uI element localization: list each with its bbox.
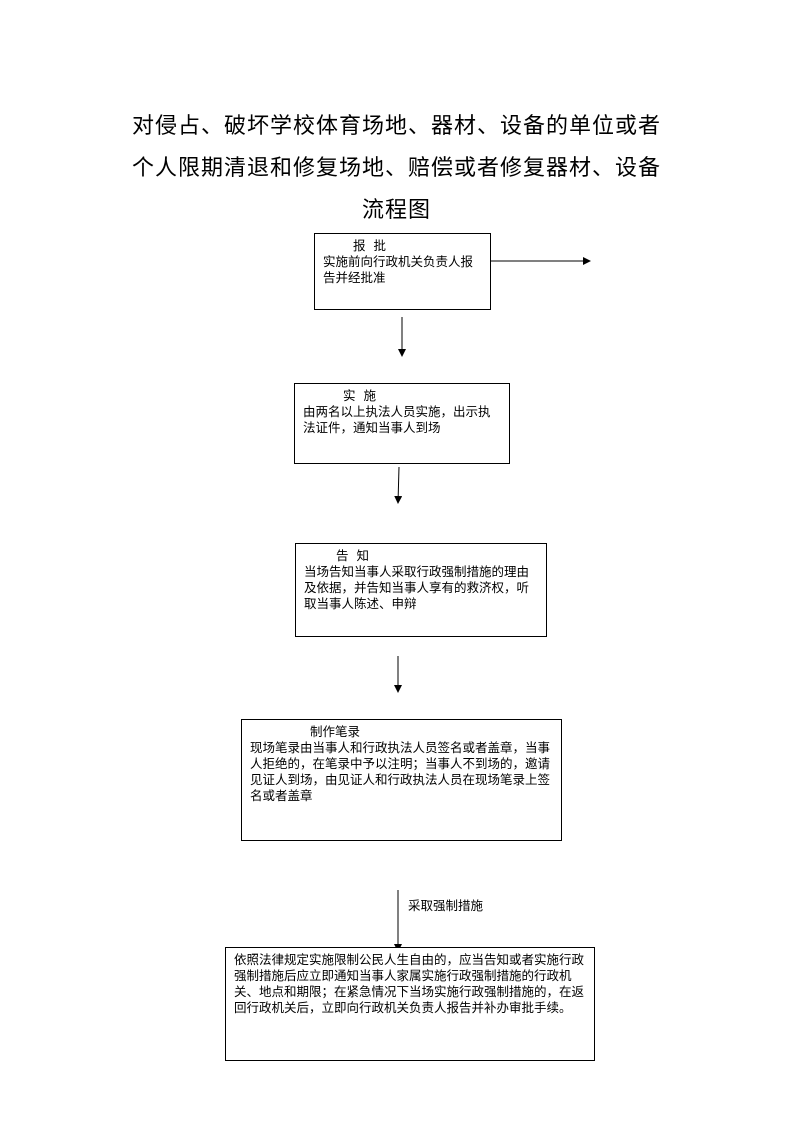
step-heading: 制作笔录: [310, 724, 361, 739]
step-body: 当场告知当事人采取行政强制措施的理由及依据，并告知当事人享有的救济权，听取当事人…: [304, 564, 530, 611]
step-inform: 告 知 当场告知当事人采取行政强制措施的理由及依据，并告知当事人享有的救济权，听…: [295, 543, 547, 637]
page-title: 对侵占、破坏学校体育场地、器材、设备的单位或者 个人限期清退和修复场地、赔偿或者…: [100, 106, 693, 232]
edge-label: 采取强制措施: [408, 898, 484, 913]
step-body: 现场笔录由当事人和行政执法人员签名或者盖章，当事人拒绝的，在笔录中予以注明；当事…: [250, 740, 551, 803]
arrow-implement-to-inform: [394, 466, 403, 504]
step-body: 由两名以上执法人员实施，出示执法证件，通知当事人到场: [303, 404, 491, 435]
step-record: 制作笔录 现场笔录由当事人和行政执法人员签名或者盖章，当事人拒绝的，在笔录中予以…: [241, 719, 562, 841]
step-implement: 实 施 由两名以上执法人员实施，出示执法证件，通知当事人到场: [294, 383, 510, 464]
step-body: 依照法律规定实施限制公民人生自由的，应当告知或者实施行政强制措施后应立即通知当事…: [234, 952, 585, 1015]
title-line-2: 个人限期清退和修复场地、赔偿或者修复器材、设备: [131, 156, 661, 181]
title-line-1: 对侵占、破坏学校体育场地、器材、设备的单位或者: [131, 114, 661, 139]
step-heading: 报 批: [353, 238, 386, 253]
step-heading: 实 施: [343, 388, 376, 403]
step-heading: 告 知: [336, 548, 369, 563]
step-approve: 报 批 实施前向行政机关负责人报告并经批准: [314, 233, 491, 310]
title-line-3: 流程图: [361, 198, 431, 223]
step-body: 实施前向行政机关负责人报告并经批准: [323, 254, 474, 285]
step-measures: 依照法律规定实施限制公民人生自由的，应当告知或者实施行政强制措施后应立即通知当事…: [225, 947, 595, 1061]
